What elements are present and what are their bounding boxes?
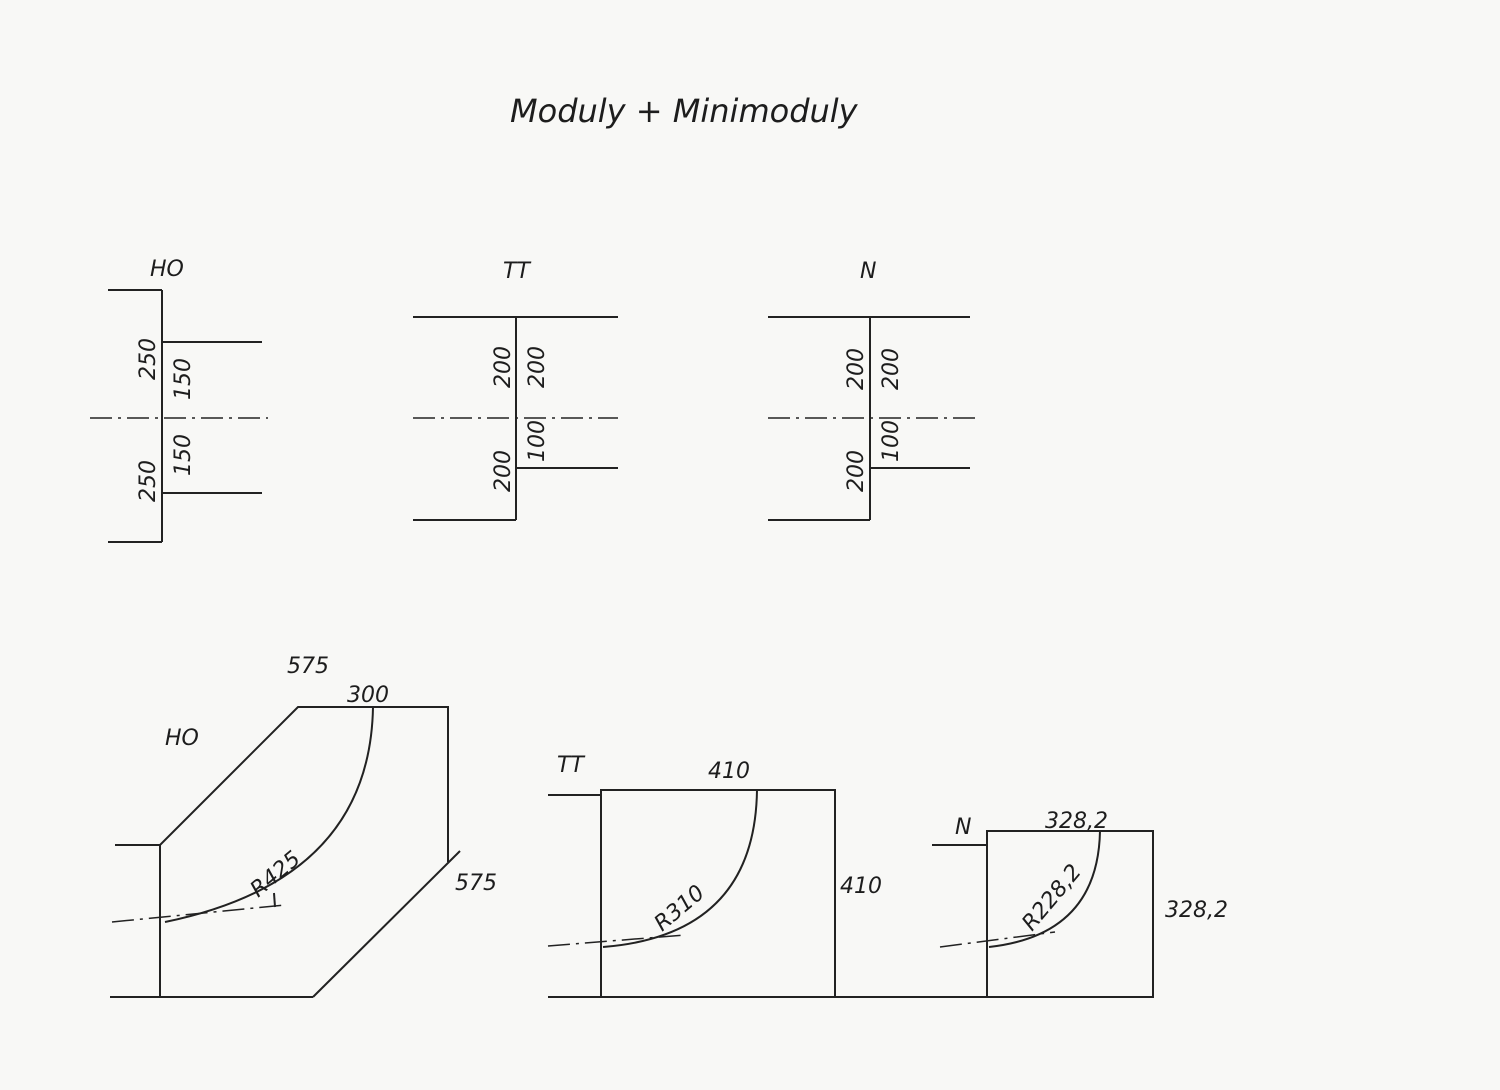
profile-n: N 200 200 200 100 <box>768 259 978 521</box>
dimension-label: 150 <box>171 358 196 400</box>
dimension-label: 200 <box>879 348 904 390</box>
dimension-label: 150 <box>171 434 196 476</box>
dimension-label: 328,2 <box>1165 898 1228 923</box>
dimension-label: 200 <box>491 346 516 388</box>
plan-n: N 328,2 328,2 R228,2 <box>932 809 1228 998</box>
plan-ho: HO 575 300 575 R425 <box>110 654 497 998</box>
profile-ho: HO 250 150 250 150 <box>90 257 268 543</box>
radius-label: R228,2 <box>1017 860 1086 936</box>
dimension-label: 300 <box>347 683 389 708</box>
radius-label: R425 <box>246 847 306 903</box>
dimension-label: 200 <box>844 348 869 390</box>
profile-tt: TT 200 200 200 100 <box>413 259 618 521</box>
dimension-label: 200 <box>525 346 550 388</box>
dimension-label: 200 <box>491 450 516 492</box>
dimension-label: 250 <box>136 338 161 380</box>
dimension-label: 100 <box>879 420 904 462</box>
profile-label: N <box>860 259 876 284</box>
profile-label: HO <box>150 257 184 282</box>
dimension-label: 100 <box>525 420 550 462</box>
plan-label: HO <box>165 726 199 751</box>
dimension-label: 200 <box>844 450 869 492</box>
dimension-label: 575 <box>287 654 329 679</box>
plan-label: N <box>955 815 971 840</box>
profile-label: TT <box>503 259 531 284</box>
dimension-label: 410 <box>840 874 882 899</box>
drawing-title: Moduly + Minimoduly <box>510 92 859 130</box>
dimension-label: 575 <box>455 871 497 896</box>
dimension-label: 410 <box>708 759 750 784</box>
plan-label: TT <box>557 753 585 778</box>
dimension-label: 250 <box>136 460 161 502</box>
plan-tt: TT 410 410 R310 <box>547 753 987 998</box>
dimension-label: 328,2 <box>1045 809 1108 834</box>
